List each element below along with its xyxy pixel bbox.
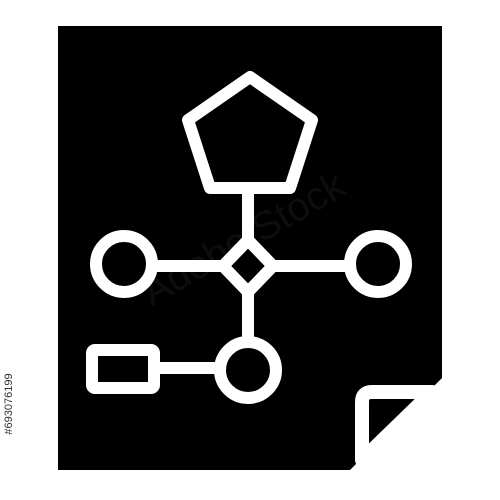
circle-node-left-icon	[90, 230, 158, 298]
rectangle-node-icon	[86, 344, 160, 394]
diamond-node-icon	[217, 234, 279, 298]
folded-corner-icon	[355, 385, 439, 467]
circle-node-right-icon	[344, 230, 412, 298]
circle-node-bottom-icon	[214, 336, 282, 404]
pentagon-node-icon	[182, 71, 318, 194]
stock-id-label: #693076199	[3, 373, 15, 435]
